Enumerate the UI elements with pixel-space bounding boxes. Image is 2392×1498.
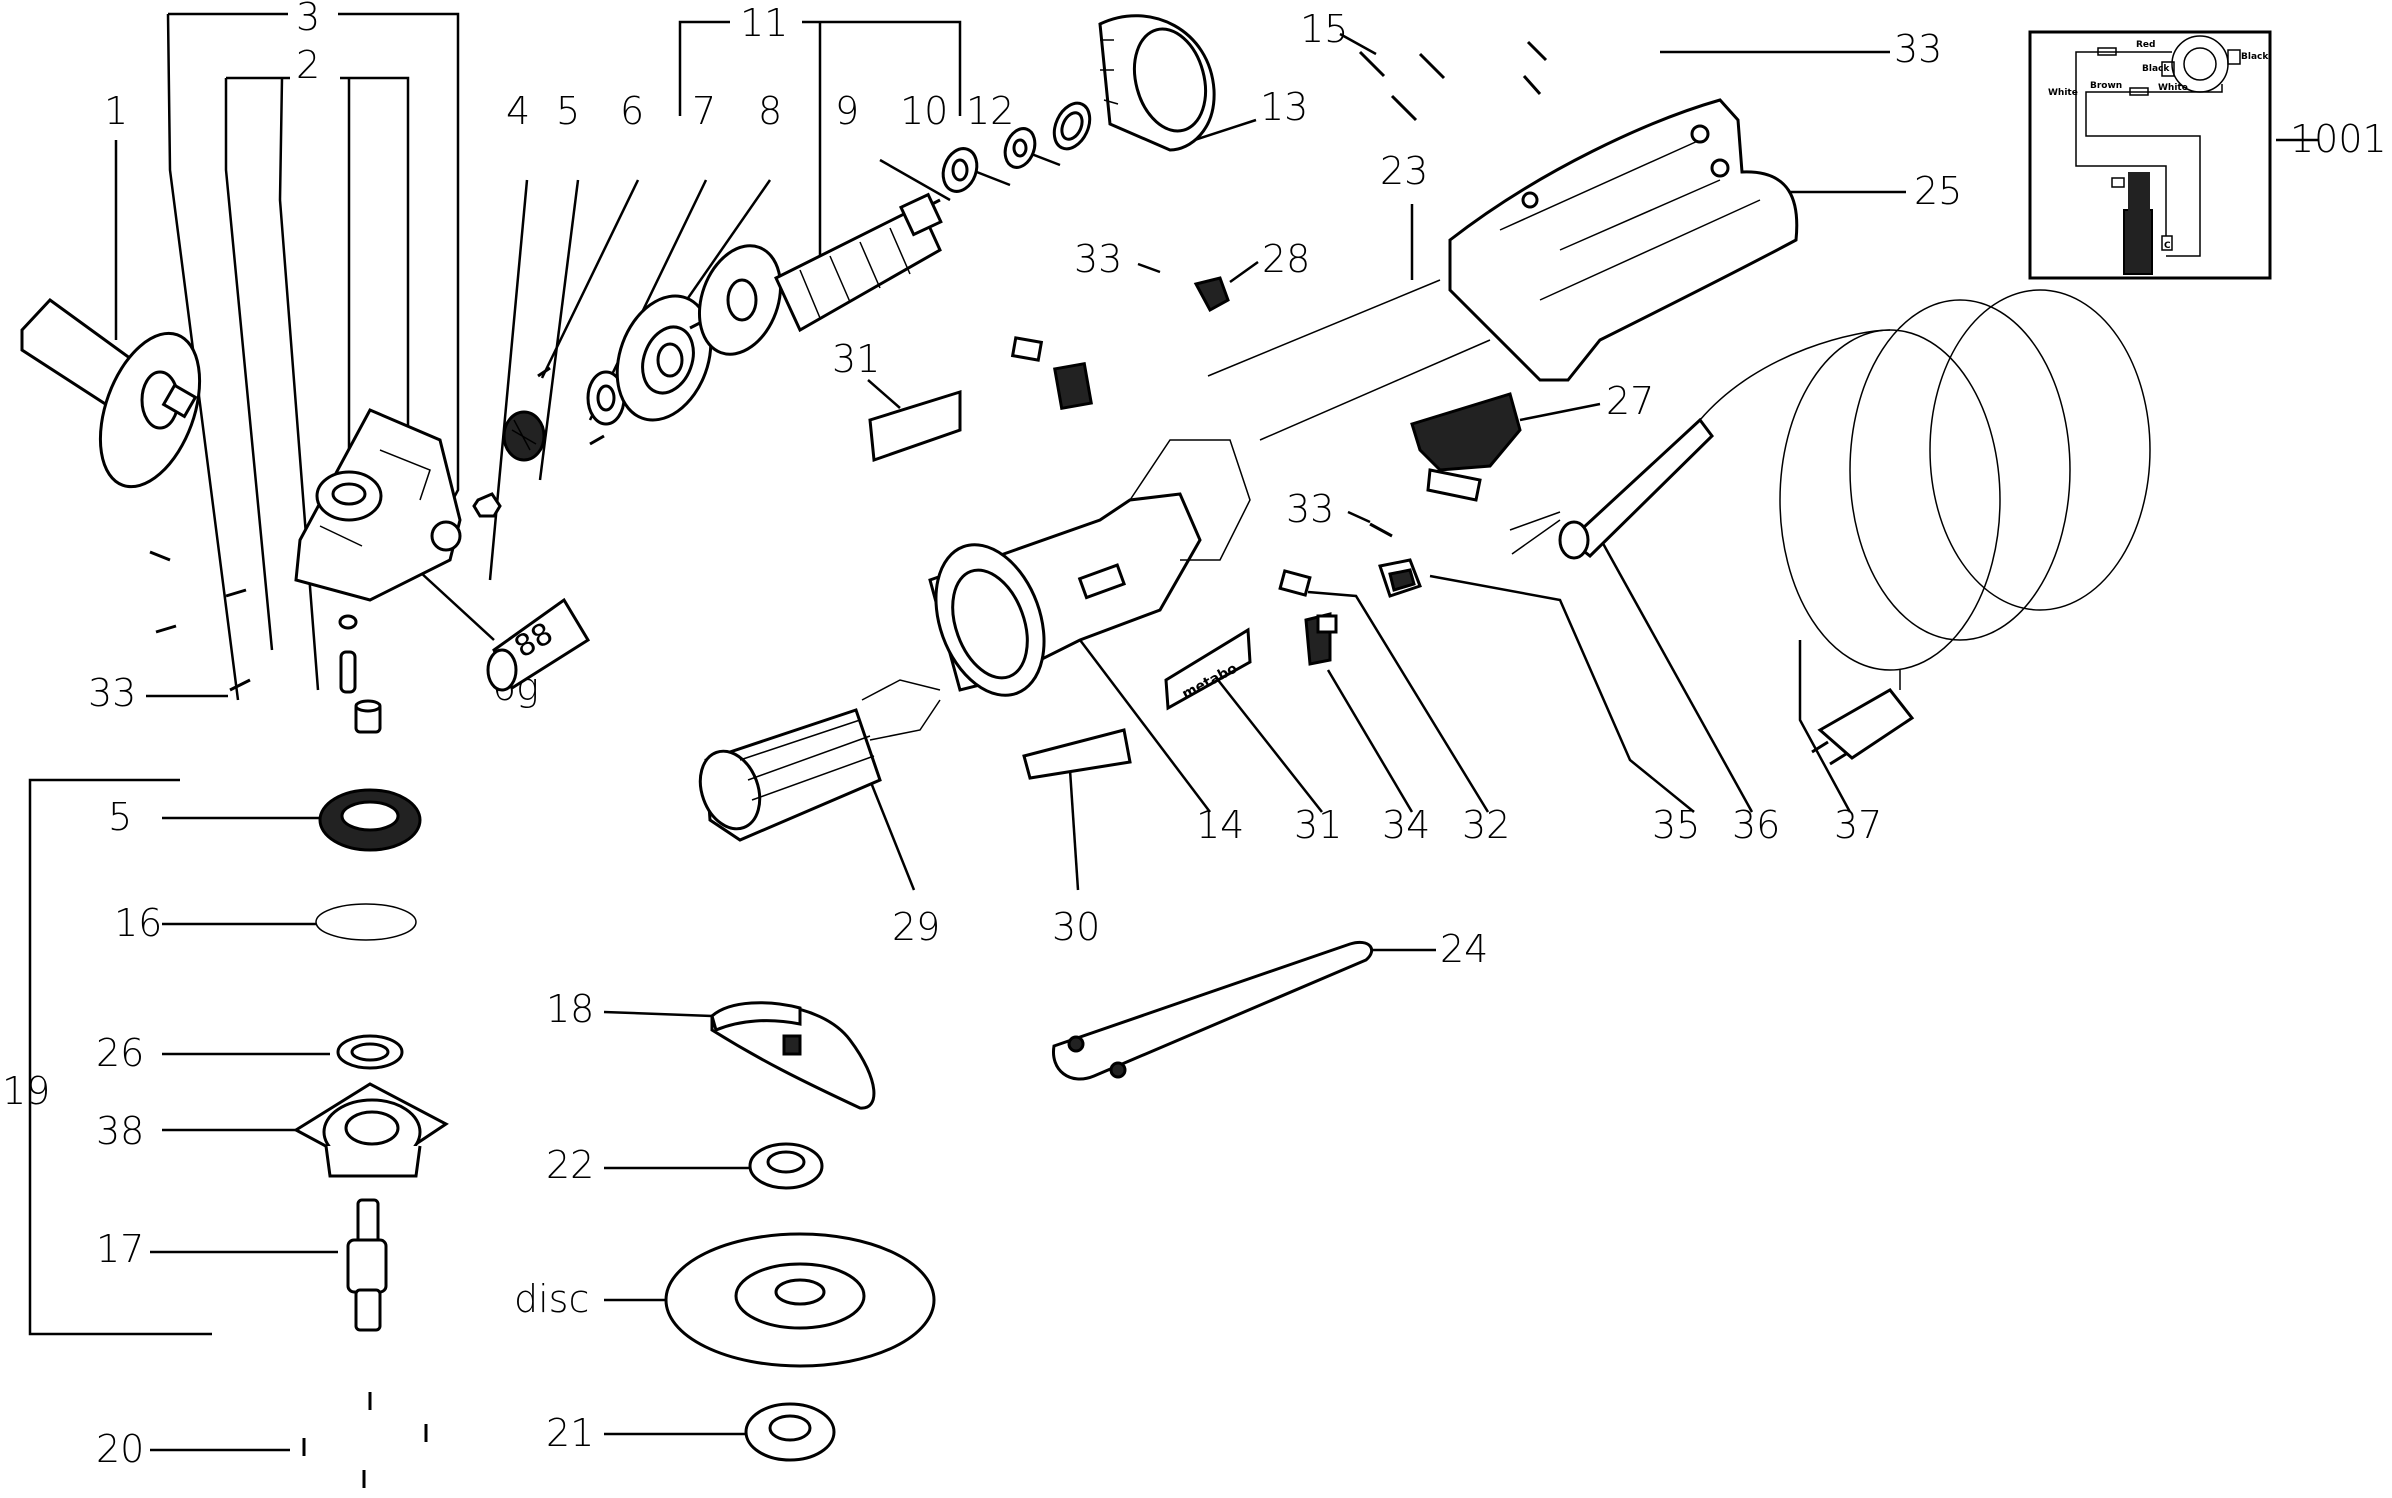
callout-27: 27 [1606, 379, 1654, 423]
callout-7: 7 [692, 89, 716, 133]
part-gear-housing [294, 408, 462, 602]
part-brand-label: metabo [1164, 627, 1252, 711]
callout-9: 9 [835, 89, 859, 133]
part-bearing-10 [1003, 127, 1037, 169]
part-grinding-disc [664, 1232, 936, 1368]
callout-23: 23 [1380, 149, 1428, 193]
part-label-31 [868, 389, 962, 463]
capacitor-label: C [2164, 241, 2171, 251]
part-label-30 [1022, 728, 1132, 780]
callout-17: 17 [96, 1227, 144, 1271]
callout-33-mid: 33 [1074, 237, 1122, 281]
callout-31-brand: 31 [1294, 803, 1342, 847]
part-power-cord [1699, 289, 2151, 766]
part-seal-12 [1052, 101, 1092, 151]
part-bearing-7 [586, 370, 626, 426]
callout-3: 3 [296, 0, 320, 39]
part-screws-15 [1358, 50, 1446, 122]
part-washer-26 [336, 1034, 404, 1070]
callout-14: 14 [1196, 803, 1244, 847]
callout-1: 1 [104, 89, 128, 133]
part-armature [689, 192, 943, 356]
part-o-ring [338, 614, 358, 630]
part-bevel-gear [318, 788, 422, 852]
callout-2: 2 [296, 43, 320, 87]
part-bearing-plate [615, 294, 713, 422]
callout-10: 10 [900, 89, 948, 133]
part-screw-33-right [1369, 522, 1393, 538]
callout-28: 28 [1262, 237, 1310, 281]
callout-5: 5 [556, 89, 580, 133]
part-wires [1207, 279, 1491, 441]
part-handle-housing [1448, 98, 1799, 382]
callout-12: 12 [966, 89, 1014, 133]
part-screw-small [589, 434, 605, 446]
callout-22: 22 [546, 1143, 594, 1187]
part-wheel-guard [710, 1001, 876, 1110]
part-pin [339, 650, 357, 694]
part-motor-housing [928, 439, 1251, 697]
part-field-coil [698, 679, 941, 842]
callout-37: 37 [1834, 803, 1882, 847]
callout-13: 13 [1260, 85, 1308, 129]
callout-6: 6 [620, 89, 644, 133]
wire-label-white-left: White [2048, 88, 2078, 98]
part-nut [472, 492, 502, 518]
wire-label-brown: Brown [2090, 81, 2122, 91]
callout-18: 18 [546, 987, 594, 1031]
part-inner-flange [748, 1142, 824, 1190]
wire-label-black-right: Black [2241, 52, 2269, 62]
callout-4: 4 [506, 89, 530, 133]
part-screw-6 [537, 366, 551, 378]
part-switch-27 [1410, 392, 1522, 502]
callout-33-left: 33 [88, 671, 136, 715]
wire-label-white-right: White [2158, 83, 2188, 93]
part-screws-33-left [149, 550, 251, 692]
callout-35: 35 [1652, 803, 1700, 847]
callout-21: 21 [546, 1411, 594, 1455]
wire-label-red: Red [2136, 40, 2155, 50]
part-pinion [502, 410, 546, 462]
callout-31-label: 31 [832, 337, 880, 381]
callout-8: 8 [758, 89, 782, 133]
callout-36: 36 [1732, 803, 1780, 847]
part-spindle-17 [346, 1198, 388, 1332]
part-bearing-flange-38 [293, 1082, 449, 1178]
callout-34: 34 [1382, 803, 1430, 847]
callout-33-right: 33 [1286, 487, 1334, 531]
callout-11: 11 [740, 1, 788, 45]
callout-33-top: 33 [1894, 27, 1942, 71]
callout-16: 16 [114, 901, 162, 945]
part-clip-28 [1193, 276, 1230, 313]
part-small-block [1010, 336, 1044, 362]
callout-labels: 1 2 3 4 5 6 7 8 9 10 11 12 13 14 15 16 1… [2, 0, 2387, 1471]
part-sleeve [354, 699, 382, 734]
part-outer-flange [744, 1402, 836, 1462]
part-spanner [1052, 941, 1373, 1081]
callout-15: 15 [1300, 7, 1348, 51]
part-switch-module [1053, 361, 1093, 411]
callout-19: 19 [2, 1069, 50, 1113]
part-block-32 [1278, 569, 1312, 597]
wire-label-black-left: Black [2142, 64, 2170, 74]
part-bearing-9 [941, 147, 979, 193]
callout-20: 20 [96, 1427, 144, 1471]
wiring-diagram: Red Black Black White Brown White C [2028, 30, 2272, 280]
part-screws-20 [302, 1392, 428, 1488]
callout-24: 24 [1440, 927, 1488, 971]
callout-disc: disc [514, 1277, 589, 1321]
part-o-ring-16 [315, 903, 417, 941]
callout-29: 29 [892, 905, 940, 949]
part-screws-33-top [1522, 40, 1548, 95]
callout-30: 30 [1052, 905, 1100, 949]
part-brush-holder-34 [1304, 612, 1338, 666]
callout-5-gear: 5 [108, 795, 132, 839]
part-air-guide [1098, 14, 1216, 152]
callout-38: 38 [96, 1109, 144, 1153]
part-side-handle [20, 298, 202, 489]
part-brush-holder-35 [1378, 558, 1422, 598]
callout-25: 25 [1914, 169, 1962, 213]
callout-26: 26 [96, 1031, 144, 1075]
part-cable-sleeve [1509, 417, 1714, 560]
